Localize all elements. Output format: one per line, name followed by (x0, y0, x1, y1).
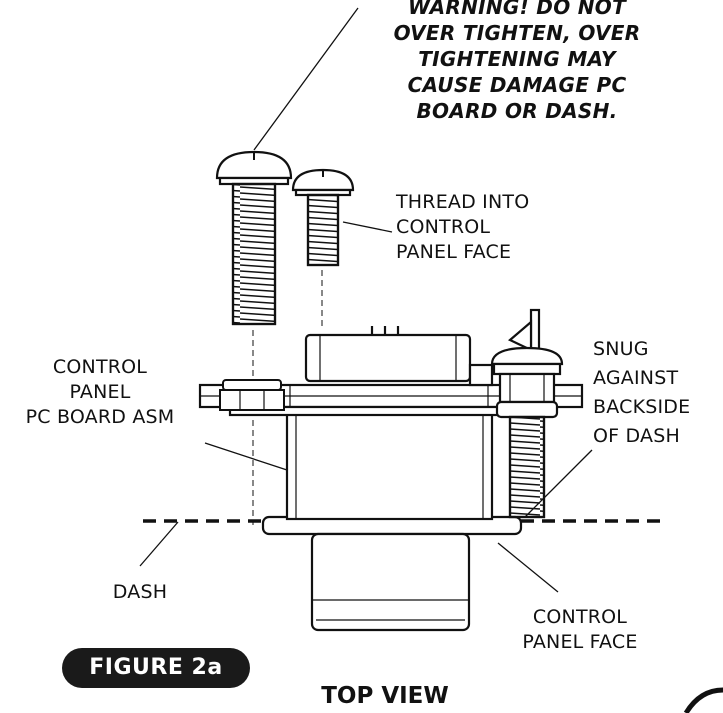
leader-thread-into (342, 221, 393, 233)
short-screw (291, 168, 355, 267)
label-line: AGAINST (593, 367, 679, 389)
label-line: THREAD INTO (396, 191, 530, 213)
thread-into-label: THREAD INTO CONTROL PANEL FACE (396, 190, 529, 265)
label-line: PANEL FACE (396, 241, 512, 263)
warning-line: CAUSE DAMAGE PC (407, 73, 627, 97)
leader-dash (139, 521, 179, 567)
centerlines (252, 270, 323, 525)
view-caption: TOP VIEW (321, 683, 449, 709)
warning-text: WARNING! DO NOT OVER TIGHTEN, OVER TIGHT… (352, 0, 682, 124)
board-flange (198, 383, 584, 417)
leader-lines (139, 7, 593, 593)
wing-screw (490, 308, 564, 519)
left-nut (219, 379, 285, 411)
leader-control-panel-face (497, 542, 559, 593)
pc-board-asm-label: CONTROL PANEL PC BOARD ASM (10, 355, 190, 430)
control-panel-face-label: CONTROL PANEL FACE (505, 605, 655, 655)
warning-line: TIGHTENING MAY (418, 47, 616, 71)
dash-label: DASH (112, 581, 168, 603)
figure-badge: FIGURE 2a (62, 648, 250, 688)
label-line: OF DASH (593, 425, 680, 447)
label-line: PC BOARD ASM (25, 406, 175, 428)
snug-against-label: SNUG AGAINST BACKSIDE OF DASH (593, 335, 690, 451)
leader-warning (253, 7, 359, 151)
warning-line: OVER TIGHTEN, OVER (393, 21, 641, 45)
corner-arc (683, 687, 723, 713)
warning-line: BOARD OR DASH. (416, 99, 618, 123)
board-connector (304, 326, 494, 387)
label-line: CONTROL (396, 216, 491, 238)
label-line: PANEL FACE (522, 631, 638, 653)
label-line: SNUG (593, 338, 649, 360)
label-line: CONTROL (532, 606, 628, 628)
pc-board-housing (285, 406, 494, 521)
leader-pc-board (204, 442, 288, 471)
label-line: CONTROL (52, 356, 148, 378)
warning-line: WARNING! DO NOT (407, 0, 627, 19)
control-panel-face (261, 515, 523, 632)
label-line: PANEL (69, 381, 131, 403)
label-line: BACKSIDE (593, 396, 691, 418)
long-screw (215, 150, 293, 326)
